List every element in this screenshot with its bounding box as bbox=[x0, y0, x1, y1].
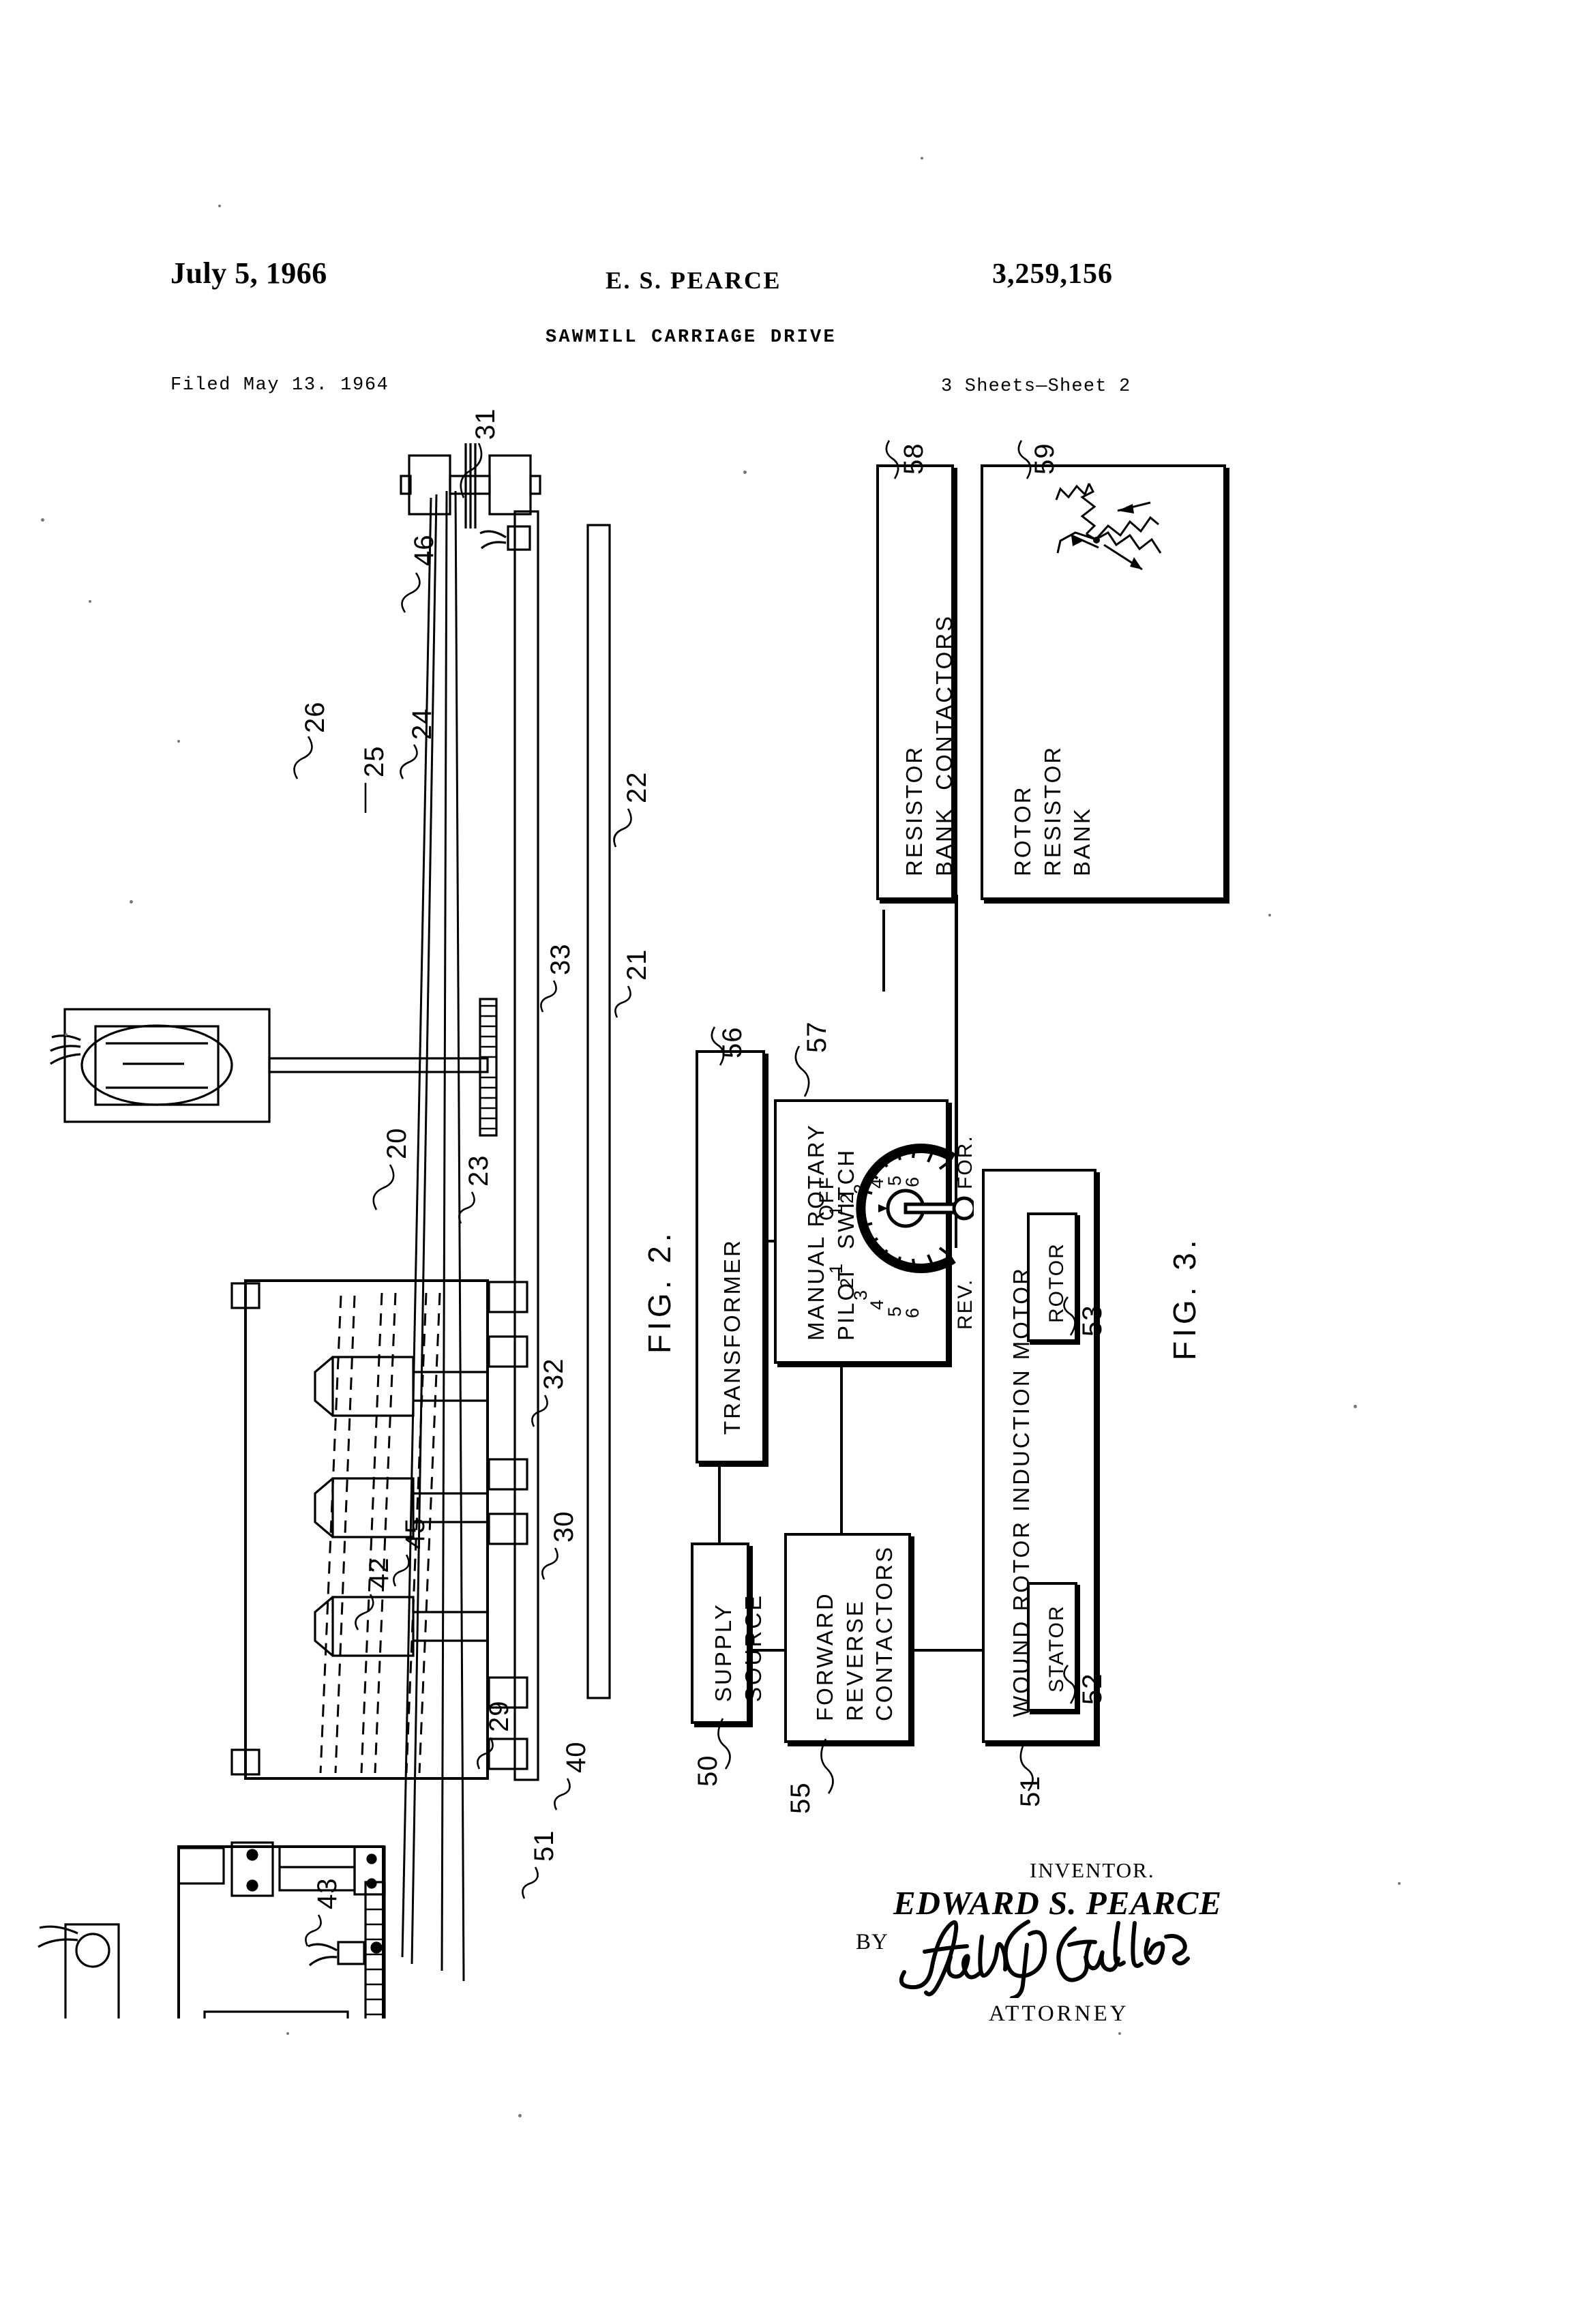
rotary-dial[interactable] bbox=[837, 1140, 974, 1277]
fig3-leader-59 bbox=[1017, 440, 1032, 479]
scan-speckle bbox=[218, 205, 221, 207]
scan-speckle bbox=[1118, 2032, 1121, 2035]
wire-transformer-to-supply bbox=[718, 1461, 721, 1543]
fig3-leader-52 bbox=[1063, 1665, 1076, 1704]
inventor-label: INVENTOR. bbox=[1030, 1858, 1155, 1882]
fig2-mechanical-drawing bbox=[38, 443, 611, 2018]
fig3-leader-57 bbox=[794, 1045, 810, 1097]
block-rotor-resistor-bank-label: ROTOR RESISTOR BANK bbox=[1010, 745, 1095, 876]
fig3-leader-53 bbox=[1063, 1296, 1076, 1336]
block-stator[interactable]: STATOR bbox=[1027, 1582, 1077, 1712]
scan-speckle bbox=[1354, 1405, 1357, 1408]
scan-speckle bbox=[1398, 1882, 1401, 1885]
rotor-resistor-schematic bbox=[1055, 483, 1162, 571]
fig3-leader-55 bbox=[820, 1738, 834, 1794]
block-rotor[interactable]: ROTOR bbox=[1027, 1212, 1077, 1342]
patent-number: 3,259,156 bbox=[992, 258, 1113, 290]
block-forward-reverse-contactors-label: FORWARD REVERSE CONTACTORS bbox=[812, 1545, 897, 1721]
attorney-signature bbox=[899, 1920, 1190, 1998]
scan-speckle bbox=[177, 740, 180, 743]
block-supply-source[interactable]: SUPPLY SOURCE bbox=[691, 1543, 766, 1724]
patent-filed-date: Filed May 13. 1964 bbox=[170, 375, 389, 396]
inventor-name: EDWARD S. PEARCE bbox=[893, 1884, 1223, 1922]
fig3-leader-56 bbox=[711, 1026, 725, 1066]
fig3-leader-51 bbox=[1019, 1742, 1034, 1791]
block-forward-reverse-contactors[interactable]: FORWARD REVERSE CONTACTORS bbox=[784, 1533, 911, 1743]
block-transformer[interactable]: TRANSFORMER bbox=[696, 1050, 765, 1463]
attorney-label: ATTORNEY bbox=[989, 2001, 1129, 2026]
dial-reverse-6[interactable]: 6 bbox=[902, 1307, 923, 1319]
dial-reverse-1[interactable]: 1 bbox=[826, 1263, 847, 1275]
block-supply-source-label: SUPPLY SOURCE bbox=[711, 1593, 766, 1702]
block-resistor-bank-contactors-label: RESISTOR BANK CONTACTORS bbox=[901, 614, 957, 876]
wire-supply-to-contactors bbox=[743, 1649, 784, 1652]
patent-inventor-short: E. S. PEARCE bbox=[606, 267, 782, 294]
dial-forward-1[interactable]: 1 bbox=[826, 1205, 847, 1217]
dial-forward-6[interactable]: 6 bbox=[902, 1176, 923, 1188]
by-label: BY bbox=[856, 1930, 889, 1954]
block-wound-rotor-induction-motor[interactable]: WOUND ROTOR INDUCTION MOTOR STATOR ROTOR bbox=[982, 1169, 1096, 1743]
fig2-leader-lines bbox=[293, 443, 632, 1947]
patent-title: SAWMILL CARRIAGE DRIVE bbox=[546, 327, 837, 348]
wire-contactors-to-resistorbank bbox=[882, 910, 885, 992]
dial-reverse-3[interactable]: 3 bbox=[850, 1290, 871, 1301]
scan-speckle bbox=[130, 900, 133, 904]
patent-sheet-count: 3 Sheets—Sheet 2 bbox=[941, 376, 1131, 397]
dial-forward-2[interactable]: 2 bbox=[837, 1193, 858, 1204]
dial-label-reverse: REV. bbox=[954, 1278, 976, 1330]
block-resistor-bank-contactors[interactable]: RESISTOR BANK CONTACTORS bbox=[876, 464, 957, 900]
scan-speckle bbox=[286, 2032, 289, 2035]
fig3-caption: FIG. 3. bbox=[1167, 1236, 1202, 1360]
scan-speckle bbox=[41, 518, 44, 522]
patent-issue-date: July 5, 1966 bbox=[170, 256, 327, 290]
dial-reverse-2[interactable]: 2 bbox=[837, 1277, 858, 1289]
scan-speckle bbox=[89, 600, 91, 603]
scan-speckle bbox=[65, 1033, 68, 1036]
block-transformer-label: TRANSFORMER bbox=[719, 1238, 745, 1435]
fig3-leader-50 bbox=[717, 1718, 731, 1770]
scan-speckle bbox=[1268, 914, 1271, 917]
block-rotor-resistor-bank[interactable]: ROTOR RESISTOR BANK bbox=[981, 464, 1226, 900]
fig2-caption: FIG. 2. bbox=[642, 1229, 677, 1354]
scan-speckle bbox=[921, 157, 923, 160]
fig3-leader-58 bbox=[885, 440, 899, 479]
wire-rotorbank-down bbox=[955, 895, 958, 1181]
wire-switch-to-contactors bbox=[840, 1358, 843, 1538]
wire-contactors-to-stator bbox=[906, 1649, 1006, 1652]
scan-speckle bbox=[518, 2114, 522, 2117]
dial-label-forward: FOR. bbox=[954, 1135, 976, 1189]
scan-speckle bbox=[743, 471, 747, 474]
